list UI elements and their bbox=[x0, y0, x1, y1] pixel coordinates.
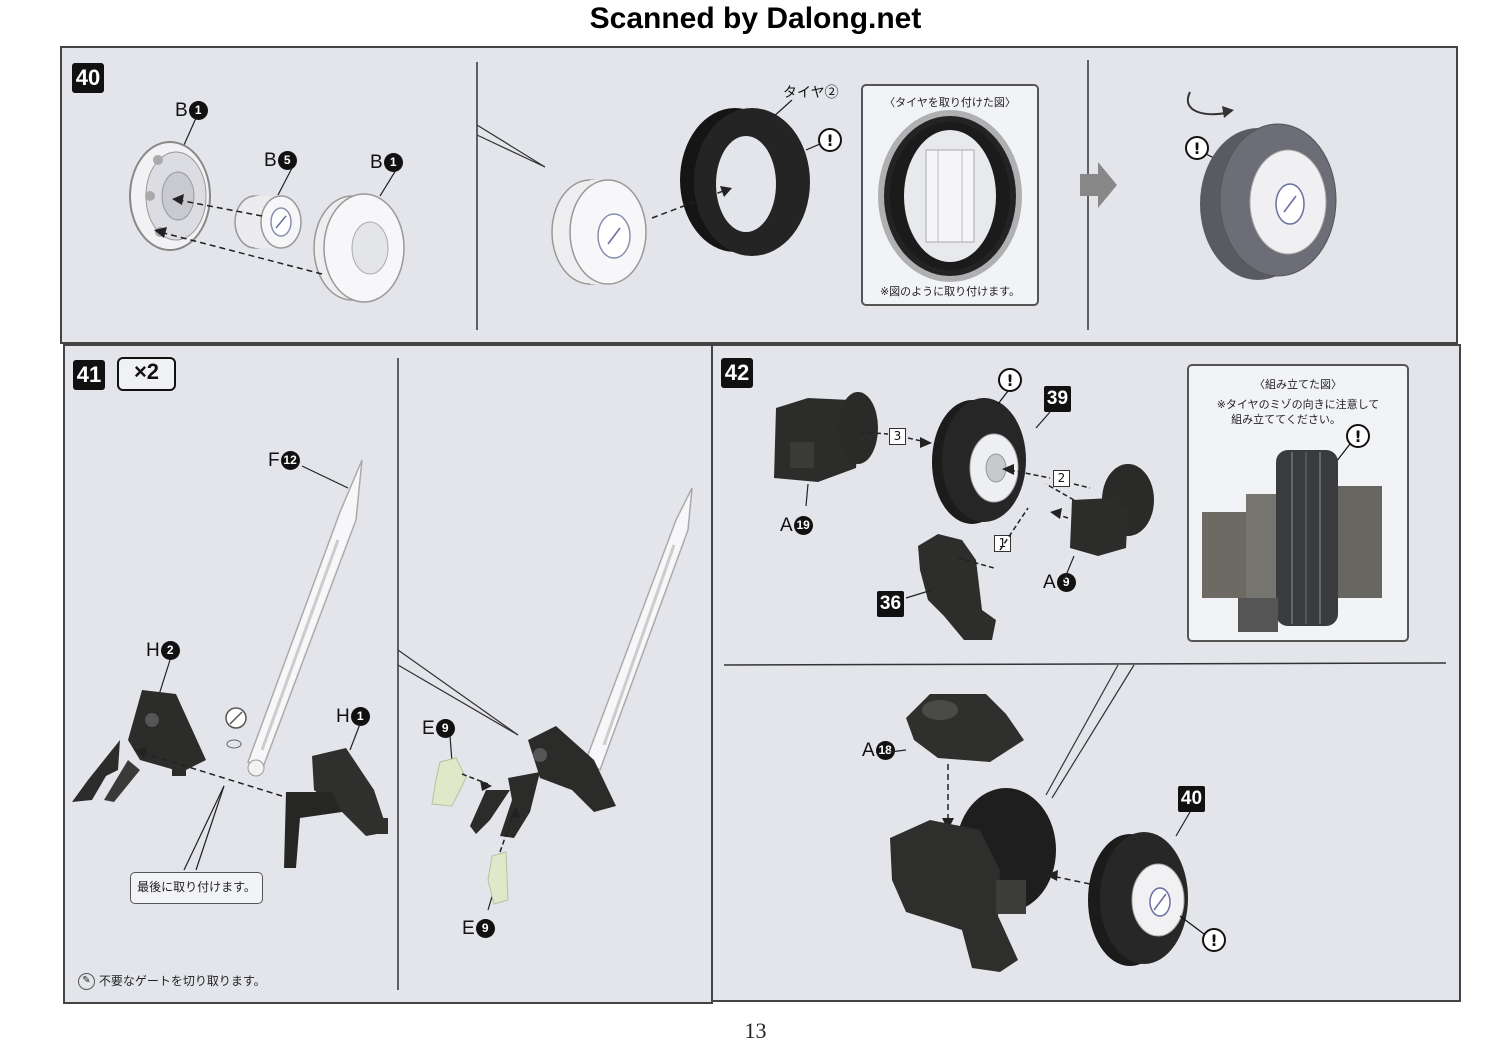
page-number: 13 bbox=[744, 1018, 767, 1043]
inset-title-assembled: 〈組み立てた図〉 bbox=[1254, 378, 1342, 391]
step-42-number: 42 bbox=[721, 358, 753, 388]
step-40-number: 40 bbox=[72, 63, 104, 93]
inset-note-tire: ※図のように取り付けます。 bbox=[879, 285, 1021, 298]
svg-text:!: ! bbox=[826, 131, 833, 150]
svg-text:!: ! bbox=[1210, 931, 1217, 950]
sequence-2: 2 bbox=[1053, 470, 1070, 487]
multiplier-badge: ×2 bbox=[117, 357, 176, 391]
svg-text:!: ! bbox=[1354, 427, 1361, 446]
gate-note: ✎ 不要なゲートを切り取ります。 bbox=[78, 972, 266, 990]
inset-note-line-2: 組み立ててください。 bbox=[1231, 413, 1341, 426]
gate-cut-icon: ✎ bbox=[78, 973, 95, 990]
attach-last-note: 最後に取り付けます。 bbox=[130, 872, 263, 904]
svg-text:!: ! bbox=[1193, 139, 1200, 158]
step-41-number: 41 bbox=[73, 360, 105, 390]
part-ref-36: 36 bbox=[877, 591, 904, 617]
watermark-text: Scanned by Dalong.net bbox=[589, 2, 922, 35]
inset-note-line-1: ※タイヤのミゾの向きに注意して bbox=[1216, 398, 1380, 411]
part-ref-39: 39 bbox=[1044, 386, 1071, 412]
part-ref-40: 40 bbox=[1178, 786, 1205, 812]
inset-title-tire: 〈タイヤを取り付けた図〉 bbox=[884, 96, 1016, 109]
label-tire-2: タイヤ② bbox=[783, 84, 839, 100]
sequence-3: 3 bbox=[889, 428, 906, 445]
svg-text:!: ! bbox=[1006, 371, 1013, 390]
